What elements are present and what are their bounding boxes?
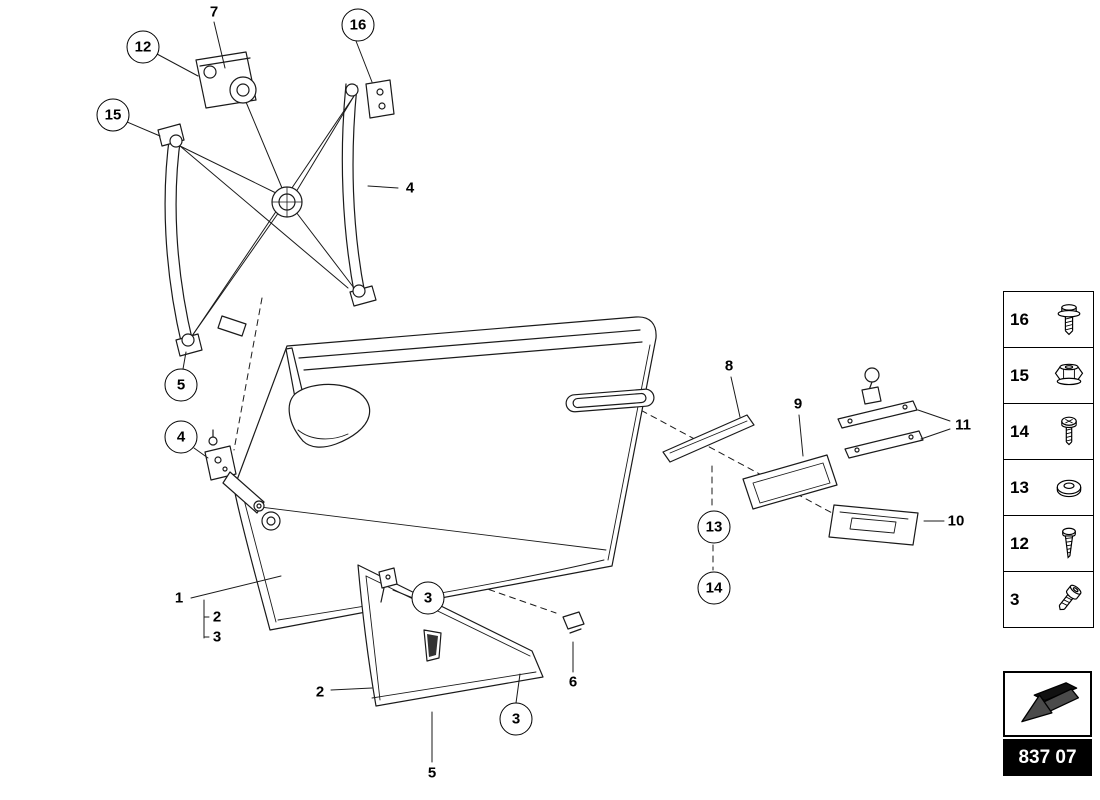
door-check-strip-illustration: [662, 414, 755, 463]
clip-part-illustration: [562, 611, 585, 634]
legend-number-3: 3: [1010, 589, 1020, 609]
callout-3b[interactable]: 3: [212, 628, 222, 646]
legend-number-13: 13: [1010, 477, 1029, 497]
callout-12[interactable]: 12: [126, 30, 160, 64]
pan-head-screw-icon: [1061, 416, 1077, 445]
legend-item-14[interactable]: 14: [1004, 404, 1093, 460]
part-number-badge: 837 07: [1003, 739, 1092, 776]
emblem-shield: [423, 629, 442, 662]
callout-1[interactable]: 1: [174, 589, 184, 607]
direction-arrow-icon: [1021, 682, 1080, 723]
callout-2b[interactable]: 2: [315, 683, 325, 701]
callout-2a[interactable]: 2: [212, 608, 222, 626]
door-mirror-illustration: [285, 347, 371, 448]
fastener-legend: 16 15 14: [1003, 291, 1094, 628]
callout-11[interactable]: 11: [955, 416, 971, 434]
tapping-screw-icon: [1062, 527, 1076, 559]
legend-item-3[interactable]: 3: [1004, 572, 1093, 627]
callout-16[interactable]: 16: [341, 8, 375, 42]
callout-3a[interactable]: 3: [411, 581, 445, 615]
legend-number-12: 12: [1010, 533, 1029, 553]
callout-5b[interactable]: 5: [427, 764, 437, 782]
flange-bolt-icon: [1057, 303, 1081, 335]
callout-15[interactable]: 15: [96, 98, 130, 132]
callout-4b[interactable]: 4: [164, 420, 198, 454]
callout-8[interactable]: 8: [724, 357, 734, 375]
flange-nut-icon: [1054, 363, 1084, 385]
callout-5a[interactable]: 5: [164, 368, 198, 402]
part-number: 837 07: [1018, 746, 1077, 768]
legend-item-16[interactable]: 16: [1004, 292, 1093, 348]
callout-7[interactable]: 7: [209, 3, 219, 21]
legend-item-13[interactable]: 13: [1004, 460, 1093, 516]
module-part-illustration: [828, 504, 919, 546]
hinge-parts-illustration: [204, 429, 265, 514]
callout-13[interactable]: 13: [697, 510, 731, 544]
trim-clip: [378, 567, 398, 603]
sensor-strips-illustration: [837, 367, 924, 459]
callout-3c[interactable]: 3: [499, 702, 533, 736]
window-regulator-illustration: [157, 51, 395, 357]
legend-number-16: 16: [1010, 309, 1029, 329]
legend-number-14: 14: [1010, 421, 1029, 441]
washer-icon: [1056, 479, 1082, 497]
legend-item-15[interactable]: 15: [1004, 348, 1093, 404]
bracket-part-illustration: [742, 454, 838, 510]
legend-number-15: 15: [1010, 365, 1029, 385]
door-panel-illustration: [233, 316, 657, 631]
callout-10[interactable]: 10: [947, 512, 965, 530]
callout-14[interactable]: 14: [697, 571, 731, 605]
callout-6[interactable]: 6: [568, 673, 578, 691]
direction-indicator: [1003, 671, 1092, 737]
callout-9[interactable]: 9: [793, 395, 803, 413]
rocker-trim-illustration: [357, 564, 544, 707]
socket-bolt-icon: [1058, 584, 1082, 610]
leader-lines: [126, 21, 951, 763]
legend-item-12[interactable]: 12: [1004, 516, 1093, 572]
callout-4a[interactable]: 4: [405, 179, 415, 197]
